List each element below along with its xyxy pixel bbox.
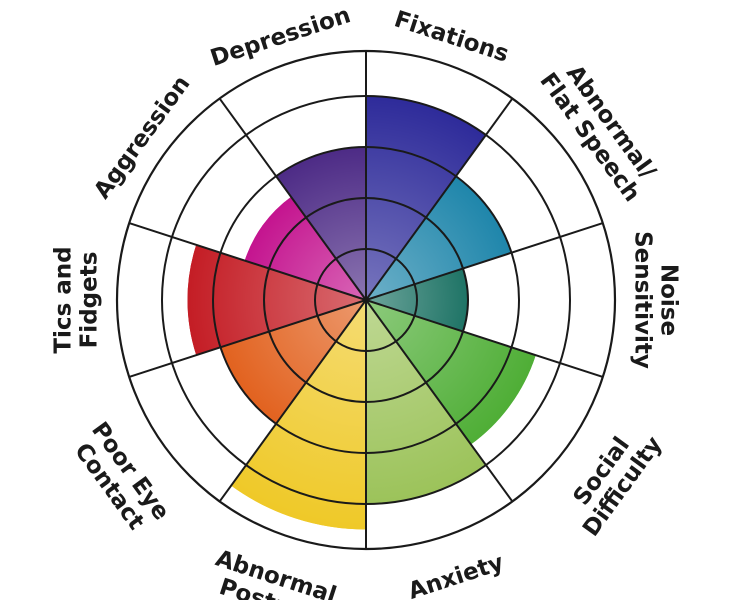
- spoke-line: [365, 97, 514, 301]
- segment-highlight: [276, 147, 366, 300]
- segment-highlight: [231, 300, 366, 530]
- spoke-line: [365, 222, 604, 301]
- segment-label-line: Depression: [207, 2, 353, 72]
- wheel-segments: [187, 96, 536, 530]
- segment-label-line: Noise: [656, 264, 682, 336]
- spoke-line: [218, 97, 367, 301]
- segment-label-line: Sensitivity: [630, 231, 656, 369]
- spoke-line: [365, 299, 604, 378]
- segment-highlight: [366, 300, 486, 504]
- spoke-line: [365, 299, 514, 503]
- label-aggression: Aggression: [89, 71, 195, 204]
- spoke-line: [128, 222, 367, 301]
- label-fixations: Fixations: [391, 6, 512, 67]
- segment-label-line: Fixations: [391, 6, 512, 67]
- segment-label-line: Anxiety: [405, 550, 507, 600]
- segment-highlight: [366, 300, 536, 445]
- segment-highlight: [366, 176, 512, 300]
- segment-highlight: [220, 300, 366, 424]
- spoke-line: [218, 299, 367, 503]
- segment-label-line: Tics and: [51, 246, 77, 353]
- spoke-line: [128, 299, 367, 378]
- wheel-spokes: [128, 51, 604, 549]
- segment-label-line: Aggression: [89, 71, 195, 204]
- segment-label-line: Fidgets: [77, 252, 103, 349]
- label-depression: Depression: [207, 2, 353, 72]
- label-abnormal-posture: AbnormalPosture: [212, 546, 339, 600]
- label-anxiety: Anxiety: [405, 550, 507, 600]
- segment-highlight: [187, 244, 366, 356]
- segment-highlight: [366, 96, 486, 300]
- segment-highlight: [244, 196, 366, 300]
- label-abnormal-flat-speech: Abnormal/Flat Speech: [534, 61, 660, 207]
